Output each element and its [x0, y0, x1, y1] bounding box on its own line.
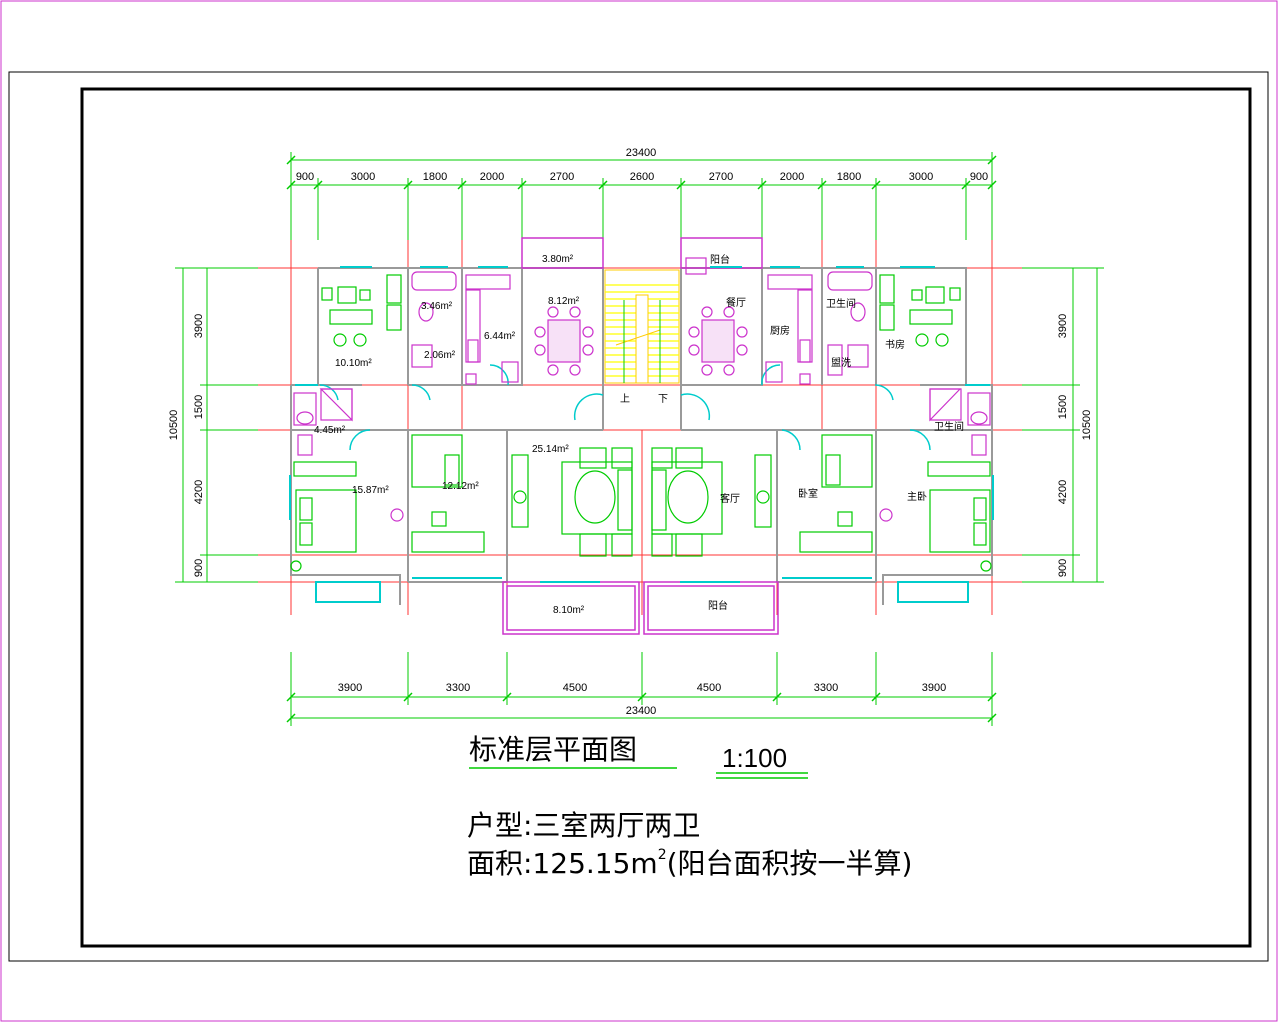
drawing-frame: [80, 87, 1252, 948]
dim-right-seg-1: 1500: [1057, 395, 1069, 419]
dim-top-seg-10: 900: [970, 171, 988, 183]
furniture: [290, 257, 992, 572]
dimension-ticks: [286, 155, 997, 723]
bedroom-label: 卧室: [798, 487, 818, 500]
dim-top-seg-2: 1800: [423, 171, 447, 183]
bath-area: 3.46m²: [421, 301, 453, 312]
dim-top-seg-3: 2000: [480, 171, 504, 183]
bedroom-area: 12.12m²: [442, 481, 479, 492]
study-area: 10.10m²: [335, 358, 372, 369]
laundry-area: 2.06m²: [424, 350, 456, 361]
dim-bottom-seg-2: 4500: [563, 682, 587, 694]
dim-left-seg-3: 900: [193, 559, 205, 577]
dining-area: 8.12m²: [548, 296, 580, 307]
master-label: 主卧: [907, 490, 927, 503]
dim-bottom-segments: 3900 3300 4500 4500 3300 3900: [338, 682, 946, 694]
dim-top-total: 23400: [626, 147, 657, 159]
balcony-n-area: 3.80m²: [542, 254, 574, 265]
balcony-n-label: 阳台: [710, 253, 730, 266]
dim-left-total: 10500: [168, 410, 180, 441]
area-text: 面积:125.15m2(阳台面积按一半算): [467, 847, 912, 880]
dim-left-seg-1: 1500: [193, 395, 205, 419]
dim-top-segments: 900 3000 1800 2000 2700 2600 2700 2000 1…: [296, 171, 988, 183]
study-label: 书房: [885, 338, 905, 351]
dim-left-seg-0: 3900: [193, 314, 205, 338]
room-labels: 3.80m² 阳台 3.46m² 6.44m² 8.12m² 餐厅 厨房 卫生间…: [314, 253, 964, 616]
dim-top-seg-9: 3000: [909, 171, 933, 183]
dining-label: 餐厅: [726, 296, 746, 309]
stair-down: 下: [658, 394, 668, 405]
drawing-scale: 1:100: [722, 743, 787, 773]
dim-top-seg-4: 2700: [550, 171, 574, 183]
dim-bottom-total: 23400: [626, 705, 657, 717]
dim-bottom-seg-1: 3300: [446, 682, 470, 694]
dim-right-total: 10500: [1081, 410, 1093, 441]
area-note: (阳台面积按一半算): [667, 847, 913, 880]
dim-left-seg-2: 4200: [193, 480, 205, 504]
balcony-s-label: 阳台: [708, 599, 728, 612]
bath2-area: 4.45m²: [314, 425, 346, 436]
bath-label: 卫生间: [826, 297, 856, 310]
dim-top-seg-1: 3000: [351, 171, 375, 183]
master-area: 15.87m²: [352, 485, 389, 496]
dim-right-seg-3: 900: [1057, 559, 1069, 577]
kitchen-label: 厨房: [770, 324, 790, 337]
drawing-title: 标准层平面图: [469, 733, 637, 766]
dim-left: 10500 3900 1500 4200 900: [168, 314, 205, 577]
dim-bottom-seg-0: 3900: [338, 682, 362, 694]
unit-type: 户型:三室两厅两卫: [467, 809, 700, 842]
dim-right-seg-0: 3900: [1057, 314, 1069, 338]
living-label: 客厅: [720, 492, 740, 505]
dim-top-seg-7: 2000: [780, 171, 804, 183]
balcony-s-area: 8.10m²: [553, 605, 585, 616]
dim-bottom-seg-4: 3300: [814, 682, 838, 694]
dim-bottom-seg-3: 4500: [697, 682, 721, 694]
dim-right-seg-2: 4200: [1057, 480, 1069, 504]
living-area: 25.14m²: [532, 444, 569, 455]
laundry-label: 盥洗: [831, 357, 851, 369]
area-sup: 2: [658, 847, 667, 863]
dim-bottom-seg-5: 3900: [922, 682, 946, 694]
area-label: 面积:125.15m: [467, 847, 658, 880]
dim-top-seg-8: 1800: [837, 171, 861, 183]
kitchen-area: 6.44m²: [484, 331, 516, 342]
dim-top-seg-6: 2700: [709, 171, 733, 183]
staircase: [604, 269, 680, 384]
windows: [289, 266, 994, 603]
stair-up: 上: [620, 393, 630, 405]
dim-top-seg-0: 900: [296, 171, 314, 183]
sheet-inner-border: [8, 71, 1269, 962]
bath2-label: 卫生间: [934, 420, 964, 433]
dim-top-seg-5: 2600: [630, 171, 654, 183]
dimension-lines: [175, 152, 1104, 726]
dim-right: 10500 3900 1500 4200 900: [1057, 314, 1093, 577]
